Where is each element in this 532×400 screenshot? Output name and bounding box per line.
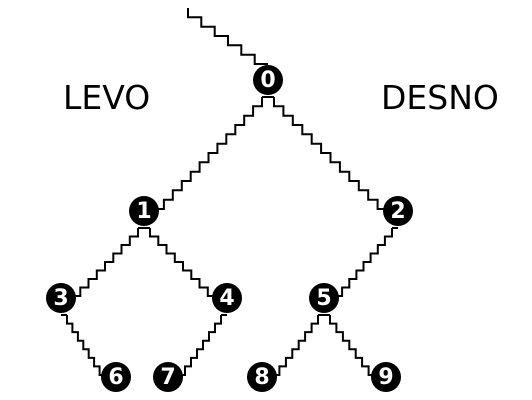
tree-node-9: 9 xyxy=(371,362,401,392)
tree-node-6: 6 xyxy=(101,362,131,392)
node-circle xyxy=(46,283,76,313)
node-label: 8 xyxy=(254,365,269,390)
node-circle xyxy=(101,362,131,392)
edge-1-3 xyxy=(72,227,144,297)
edge-5-9 xyxy=(324,314,375,376)
node-label: 0 xyxy=(260,68,275,93)
edge-0-1 xyxy=(155,96,268,210)
left-side-label: LEVO xyxy=(63,78,151,117)
node-label: 3 xyxy=(53,286,68,311)
tree-node-5: 5 xyxy=(309,283,339,313)
edge-4-7 xyxy=(179,314,227,376)
nodes-layer: 0 1 2 3 4 5 6 7 8 9 xyxy=(46,65,413,392)
node-circle xyxy=(247,362,277,392)
tree-node-7: 7 xyxy=(153,362,183,392)
tree-node-8: 8 xyxy=(247,362,277,392)
node-label: 2 xyxy=(390,199,405,224)
node-label: 1 xyxy=(136,199,151,224)
edge-0-2 xyxy=(268,96,387,210)
edge-5-8 xyxy=(273,314,324,376)
node-circle xyxy=(371,362,401,392)
edges-layer xyxy=(61,8,398,376)
tree-node-3: 3 xyxy=(46,283,76,313)
edge-3-6 xyxy=(61,314,105,376)
edge-1-4 xyxy=(144,227,216,297)
tree-node-2: 2 xyxy=(383,196,413,226)
tree-node-0: 0 xyxy=(253,65,283,95)
node-circle xyxy=(153,362,183,392)
tree-node-1: 1 xyxy=(129,196,159,226)
node-label: 9 xyxy=(378,365,393,390)
right-side-label: DESNO xyxy=(381,78,499,117)
node-label: 7 xyxy=(160,365,175,390)
root-incoming-edge xyxy=(187,8,268,65)
node-circle xyxy=(383,196,413,226)
tree-node-4: 4 xyxy=(212,283,242,313)
node-label: 5 xyxy=(316,286,331,311)
node-label: 6 xyxy=(108,365,123,390)
node-circle xyxy=(129,196,159,226)
node-circle xyxy=(309,283,339,313)
node-circle xyxy=(212,283,242,313)
edge-2-5 xyxy=(335,227,398,297)
node-label: 4 xyxy=(219,286,234,311)
node-circle xyxy=(253,65,283,95)
